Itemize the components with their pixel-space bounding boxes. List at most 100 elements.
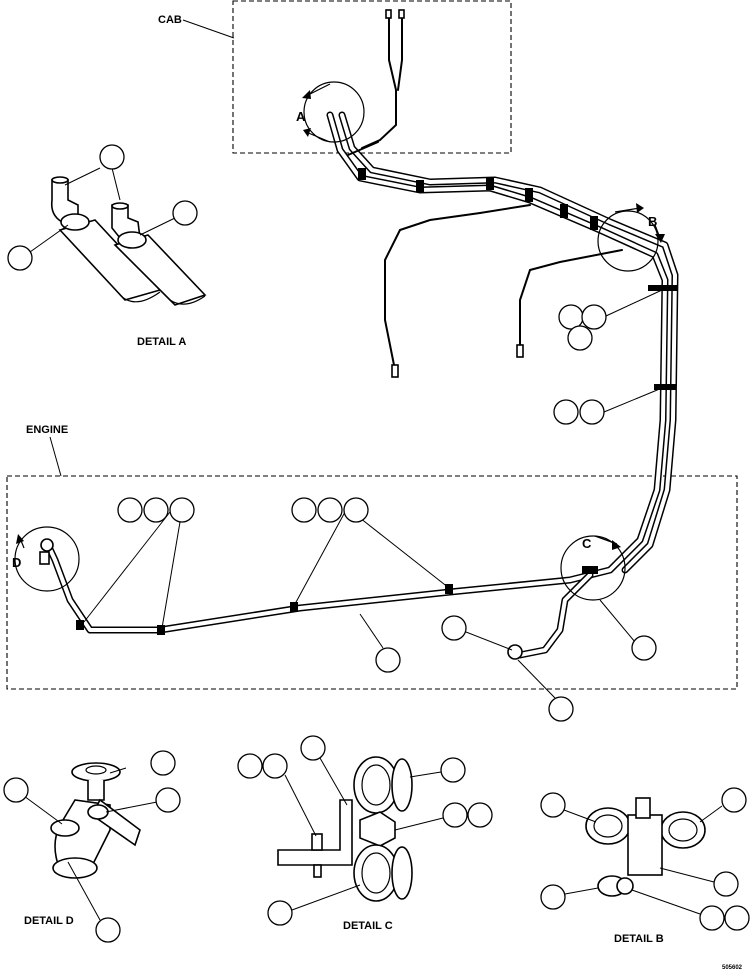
detail-c-letter: C <box>582 536 592 551</box>
callout-bubble <box>262 753 288 779</box>
detail-b-clamp-left <box>585 807 631 845</box>
callout-leader <box>294 511 346 605</box>
callout-bubble <box>699 905 725 931</box>
callout-leader <box>139 217 176 236</box>
callout-bubble <box>713 871 739 897</box>
detail-b-circle <box>597 210 659 272</box>
callout-bubble <box>567 325 593 351</box>
callout-leader <box>631 889 701 915</box>
callout-bubble <box>155 787 181 813</box>
hose-parallel-inner <box>340 113 677 572</box>
detail-d-title: DETAIL D <box>24 915 74 927</box>
callout-leader <box>603 387 663 413</box>
callout-leader <box>699 805 723 823</box>
detail-b: DETAIL B <box>540 787 750 945</box>
hex-nut <box>359 811 396 847</box>
clamp <box>648 285 678 291</box>
detail-b-fitting-nut <box>616 877 634 895</box>
callout-leader <box>517 659 556 699</box>
detail-a-elbow-left <box>50 179 79 223</box>
clamp <box>76 620 84 630</box>
wire-cab-link <box>347 141 379 156</box>
callout-bubble <box>99 144 125 170</box>
clamp <box>654 384 676 390</box>
detail-a-circle <box>303 81 365 143</box>
clamp <box>358 168 366 180</box>
cap-hole <box>85 765 107 775</box>
wire-branch-right <box>519 249 623 351</box>
bolt <box>311 833 323 851</box>
detail-c-bracket <box>277 799 353 866</box>
callout-leader <box>659 867 715 883</box>
cab-wire-right <box>397 14 403 91</box>
detail-callouts: A B C D <box>12 81 665 601</box>
detail-d-stem <box>87 780 105 801</box>
detail-a-title: DETAIL A <box>137 336 186 348</box>
callout-leader <box>359 613 384 649</box>
clamp <box>416 180 424 192</box>
callout-bubble <box>548 696 574 722</box>
engine-dashed-box <box>6 475 738 690</box>
arrowhead <box>636 203 644 213</box>
clamp <box>582 566 598 574</box>
callout-leader <box>284 774 317 837</box>
wire-connector <box>391 364 399 378</box>
callout-leader <box>291 884 361 911</box>
callout-bubble <box>7 245 33 271</box>
detail-c-circle <box>560 535 626 601</box>
callout-leader <box>67 861 101 921</box>
callout-bubble <box>553 399 579 425</box>
callout-bubble <box>143 497 169 523</box>
detail-d-letter: D <box>12 555 21 570</box>
clamp <box>157 625 165 635</box>
wire-connector <box>516 344 524 358</box>
clamp-hole <box>361 764 391 806</box>
clamp-side <box>391 758 413 812</box>
callout-bubble <box>117 497 143 523</box>
callout-bubble <box>579 399 605 425</box>
callout-leader <box>409 771 442 778</box>
callout-leader <box>319 757 348 806</box>
clamp-hole <box>668 818 698 842</box>
clamp-hole <box>361 852 391 894</box>
engine-region: ENGINE <box>6 424 738 690</box>
callout-bubble <box>291 497 317 523</box>
clamp-ring <box>50 819 80 837</box>
callout-bubble <box>95 917 121 943</box>
detail-d-elbow-base <box>52 857 98 879</box>
clamp-ring <box>60 213 90 231</box>
main-callouts <box>83 289 663 722</box>
cab-region: CAB <box>158 0 512 154</box>
arrowhead <box>655 234 665 243</box>
cab-label: CAB <box>158 14 182 26</box>
callout-leader <box>563 809 597 823</box>
bolt-shank <box>313 864 322 878</box>
d-elbow <box>39 551 50 565</box>
hose-branch-inner <box>518 573 592 657</box>
callout-bubble <box>150 750 176 776</box>
callout-bubble <box>441 615 467 641</box>
hose-end <box>119 291 161 303</box>
clamp-ring <box>117 231 147 249</box>
cab-wire-left <box>361 14 397 149</box>
engine-leader <box>49 436 62 477</box>
detail-b-clamp-right <box>660 811 706 849</box>
main-hose <box>39 9 679 660</box>
detail-b-arrow-2 <box>614 207 641 213</box>
callout-leader <box>29 224 69 253</box>
clamp <box>525 188 533 202</box>
clamp <box>560 204 568 218</box>
arrowhead <box>303 128 311 137</box>
callout-bubble <box>631 635 657 661</box>
callout-bubble <box>172 200 198 226</box>
callout-leader <box>359 517 450 589</box>
callout-leader <box>64 167 101 186</box>
callout-bubble <box>169 497 195 523</box>
clamp <box>290 602 298 612</box>
callout-bubble <box>343 497 369 523</box>
callout-bubble <box>467 802 493 828</box>
detail-b-body <box>627 814 663 876</box>
hose-end <box>169 295 206 305</box>
engine-label: ENGINE <box>26 424 68 436</box>
detail-d-circle <box>14 526 80 592</box>
